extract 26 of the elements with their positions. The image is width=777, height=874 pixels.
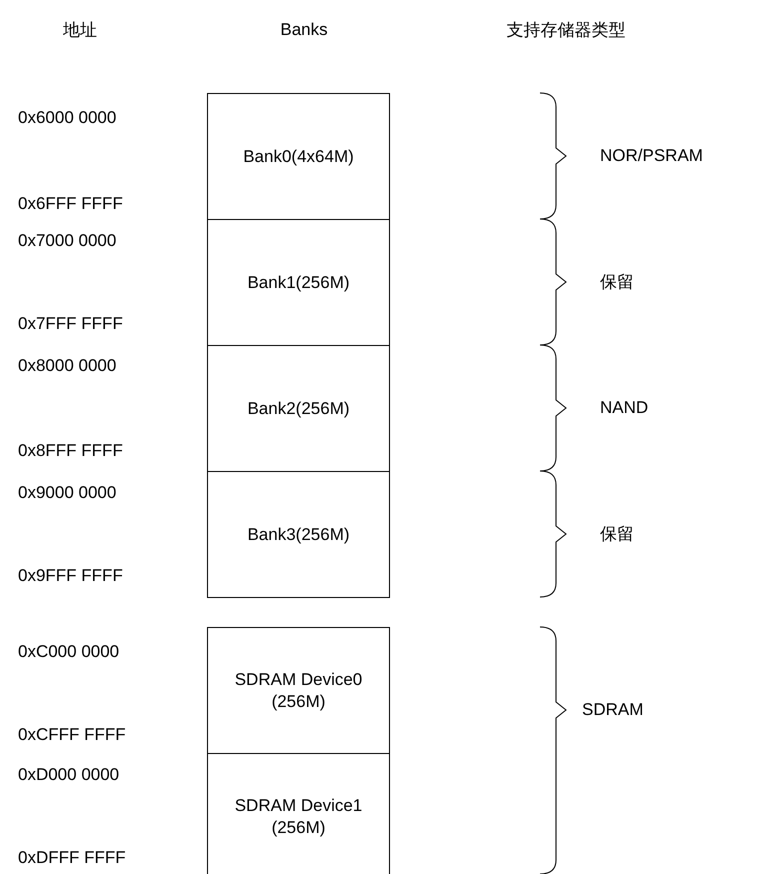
- address-label: 0x9000 0000: [18, 483, 116, 503]
- column-header: 地址: [63, 20, 97, 42]
- address-label: 0xCFFF FFFF: [18, 725, 126, 745]
- memory-bank-box: Bank2(256M): [207, 345, 390, 472]
- address-label: 0x7000 0000: [18, 231, 116, 251]
- address-label: 0x8FFF FFFF: [18, 441, 123, 461]
- memory-type-label: NOR/PSRAM: [600, 146, 703, 166]
- column-header: Banks: [280, 20, 328, 40]
- memory-bank-box: Bank0(4x64M): [207, 93, 390, 220]
- memory-bank-box: SDRAM Device1 (256M): [207, 753, 390, 874]
- address-label: 0x6FFF FFFF: [18, 194, 123, 214]
- address-label: 0x8000 0000: [18, 356, 116, 376]
- memory-type-label: SDRAM: [582, 700, 644, 720]
- address-label: 0x9FFF FFFF: [18, 566, 123, 586]
- memory-type-label: 保留: [600, 524, 634, 546]
- address-label: 0x6000 0000: [18, 108, 116, 128]
- column-header: 支持存储器类型: [506, 20, 626, 42]
- memory-bank-box: Bank1(256M): [207, 219, 390, 346]
- address-label: 0xD000 0000: [18, 765, 120, 785]
- memory-type-label: NAND: [600, 398, 648, 418]
- address-label: 0xC000 0000: [18, 642, 120, 662]
- memory-bank-box: Bank3(256M): [207, 471, 390, 598]
- memory-bank-box: SDRAM Device0 (256M): [207, 627, 390, 754]
- address-label: 0x7FFF FFFF: [18, 314, 123, 334]
- address-label: 0xDFFF FFFF: [18, 848, 126, 868]
- memory-type-label: 保留: [600, 272, 634, 294]
